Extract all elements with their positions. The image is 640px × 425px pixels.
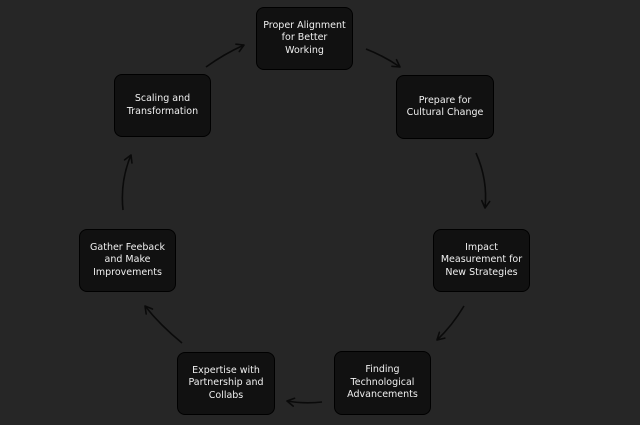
step-label: Finding Technological Advancements	[347, 364, 418, 401]
step-label: Gather Feeback and Make Improvements	[90, 241, 165, 278]
step-label: Prepare for Cultural Change	[406, 94, 484, 119]
step-label: Impact Measurement for New Strategies	[440, 241, 523, 278]
arrow-2-to-3	[475, 152, 491, 209]
step-label: Proper Alignment for Better Working	[263, 19, 346, 56]
arrow-1-to-2	[365, 48, 401, 68]
step-technological-advancements: Finding Technological Advancements	[334, 351, 431, 415]
step-scaling-transformation: Scaling and Transformation	[114, 74, 211, 137]
step-cultural-change: Prepare for Cultural Change	[396, 75, 494, 139]
step-proper-alignment: Proper Alignment for Better Working	[256, 7, 353, 70]
arrow-4-to-5	[286, 397, 323, 407]
arrow-5-to-6	[144, 305, 183, 344]
arrow-7-to-1	[205, 43, 245, 68]
step-label: Scaling and Transformation	[126, 93, 199, 117]
arrow-3-to-4	[436, 305, 465, 341]
step-label: Expertise with Partnership and Collabs	[188, 364, 264, 401]
step-expertise-partnership: Expertise with Partnership and Collabs	[177, 352, 275, 415]
arrow-6-to-7	[121, 154, 133, 211]
step-gather-feedback: Gather Feeback and Make Improvements	[79, 229, 176, 292]
step-impact-measurement: Impact Measurement for New Strategies	[433, 229, 530, 292]
